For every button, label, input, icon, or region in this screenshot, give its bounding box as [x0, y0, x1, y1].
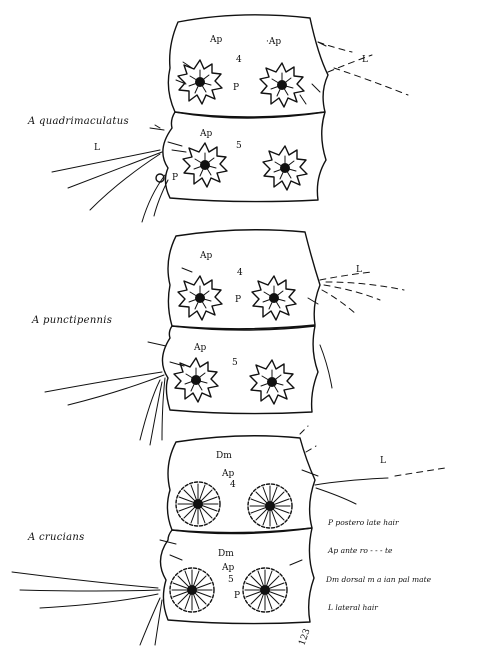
quadrimaculatus-seg4-number: 4 [236, 55, 242, 65]
crucians-s5-left-palmate-hair [170, 568, 214, 612]
quadrimaculatus-s5-right-palmate-hair [263, 146, 307, 190]
crucians-s4-left-palmate-hair [176, 482, 220, 526]
key-dorsomedian: Dm dorsal m a ian pal mate [325, 575, 432, 584]
crucians-ap-low-label: Ap [221, 563, 234, 573]
key-posterolateral: P postero late hair [327, 518, 399, 527]
quadrimaculatus-seg5-number: 5 [236, 141, 242, 151]
crucians-species-label: A crucians [27, 532, 85, 543]
quadrimaculatus-ap-seg5-label: Ap [199, 129, 212, 139]
crucians-s5-lateral-hair [12, 572, 162, 645]
quadrimaculatus-s5-lateral-hair [52, 150, 168, 222]
quadrimaculatus-segment-5 [163, 112, 326, 202]
punctipennis-ap-seg5-label: Ap [193, 343, 206, 353]
artist-mark: 123 [297, 627, 312, 647]
crucians-s4-right-palmate-hair [248, 484, 292, 528]
quadrimaculatus-s4-left-palmate-hair [178, 60, 222, 104]
quadrimaculatus-p-label: P [233, 83, 239, 93]
crucians-s5-right-palmate-hair [243, 568, 287, 612]
punctipennis-s4-left-palmate-hair [178, 276, 222, 320]
quadrimaculatus-s4-right-palmate-hair [260, 63, 304, 107]
quadrimaculatus-s4-lateral-hair [318, 42, 408, 95]
key-anteropalmate: Ap ante ro - - - te [327, 546, 393, 555]
punctipennis-l-label: L [356, 265, 362, 275]
quadrimaculatus-ap-left-label: Ap [209, 35, 222, 45]
quadrimaculatus-group: A quadrimaculatus Ap ·Ap 4 P L L Ap 5 P [27, 15, 408, 222]
crucians-group: A crucians Dm Ap 4 L Dm Ap 5 P 123 [12, 426, 445, 647]
punctipennis-s4-lateral-hair [320, 272, 404, 314]
crucians-segment-5 [160, 528, 314, 624]
punctipennis-species-label: A punctipennis [31, 315, 112, 326]
punctipennis-seg4-number: 4 [237, 268, 243, 278]
quadrimaculatus-l-left-label: L [94, 143, 100, 153]
quadrimaculatus-ap-right-label: ·Ap [266, 37, 281, 47]
punctipennis-s5-right-palmate-hair [250, 360, 294, 404]
key-lateral: L lateral hair [327, 603, 378, 612]
punctipennis-group: A punctipennis Ap 4 P L Ap 5 [31, 230, 404, 445]
crucians-s4-lateral-hair [315, 478, 388, 504]
crucians-dm-low-label: Dm [218, 549, 234, 559]
punctipennis-segment-5 [162, 326, 318, 414]
crucians-segment-4 [167, 436, 315, 533]
quadrimaculatus-species-label: A quadrimaculatus [27, 116, 129, 127]
quadrimaculatus-l-right-label: L [362, 55, 368, 65]
punctipennis-ap-top-label: Ap [199, 251, 212, 261]
punctipennis-segment-4 [168, 230, 320, 329]
punctipennis-s5-lateral-hair [45, 372, 165, 445]
punctipennis-p-label: P [235, 295, 241, 305]
crucians-dm-top-label: Dm [216, 451, 232, 461]
crucians-p-low-label: P [234, 591, 240, 601]
punctipennis-s4-right-palmate-hair [252, 276, 296, 320]
crucians-l-label: L [380, 456, 386, 466]
quadrimaculatus-s5-left-palmate-hair [183, 143, 227, 187]
crucians-seg5-number: 5 [228, 575, 234, 585]
legend-key: P postero late hair Ap ante ro - - - te … [325, 518, 432, 612]
crucians-seg4-number: 4 [230, 480, 236, 490]
quadrimaculatus-p-low-label: P [172, 173, 178, 183]
crucians-ap-top-label: Ap [221, 469, 234, 479]
punctipennis-seg5-number: 5 [232, 358, 238, 368]
